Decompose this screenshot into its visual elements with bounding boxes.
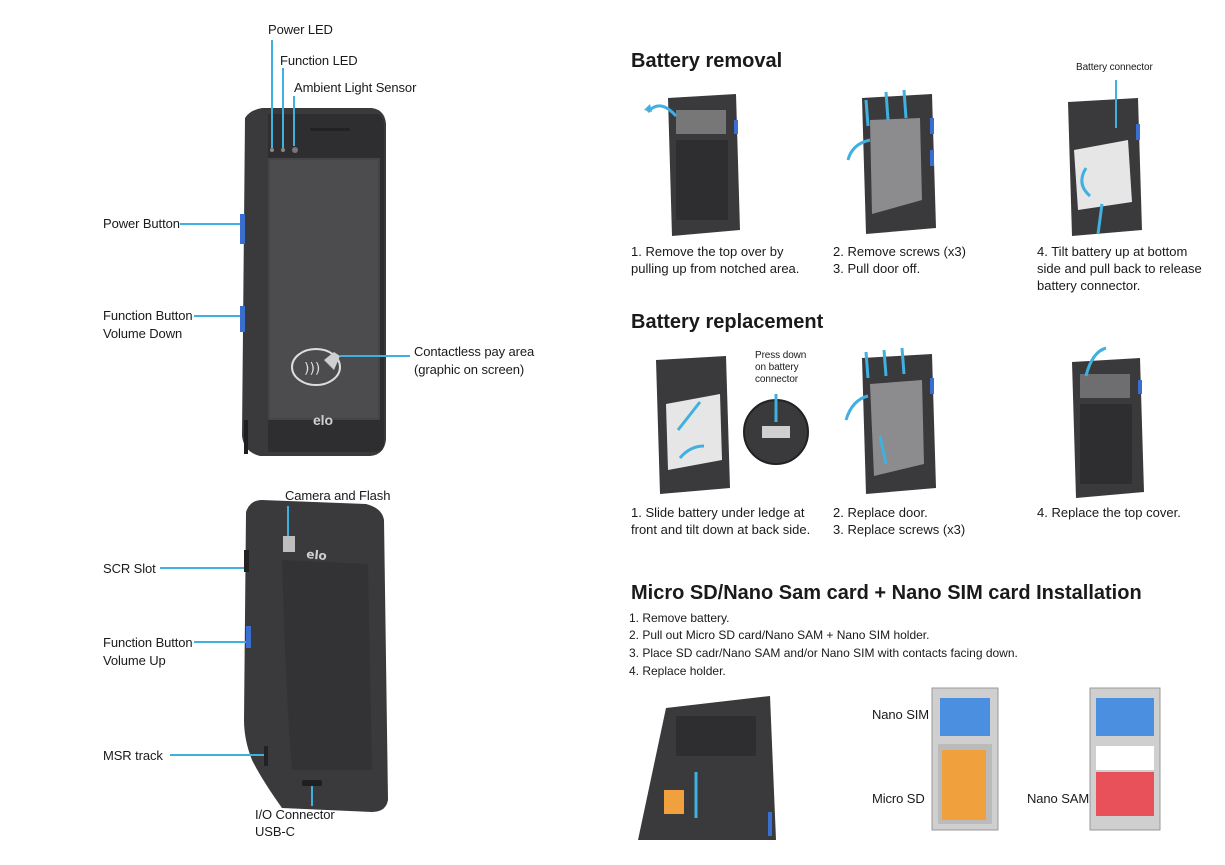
- power-led-label: Power LED: [268, 22, 333, 37]
- battery-removal-title: Battery removal: [631, 50, 783, 72]
- leader-function-led: [282, 68, 284, 148]
- function-down-label-2: Volume Down: [103, 326, 183, 341]
- ambient-light-label: Ambient Light Sensor: [294, 80, 417, 95]
- replacement-step-4: 4. Replace the top cover.: [1037, 505, 1181, 520]
- function-led-label: Function LED: [280, 53, 358, 68]
- leader-power-led: [271, 40, 273, 148]
- replacement-step-1: 1. Slide battery under ledge at front an…: [631, 505, 811, 537]
- removal-step-1: 1. Remove the top over by pulling up fro…: [631, 244, 800, 276]
- nano-sim-label: Nano SIM: [872, 707, 930, 722]
- sim-step-1: 1. Remove battery.: [629, 611, 730, 625]
- sim-install-title: Micro SD/Nano Sam card + Nano SIM card I…: [631, 582, 1142, 604]
- scr-slot-label: SCR Slot: [103, 561, 156, 576]
- svg-text:elo: elo: [306, 547, 328, 563]
- sim-step-2: 2. Pull out Micro SD card/Nano SAM + Nan…: [629, 628, 930, 642]
- nano-sam-label: Nano SAM: [1027, 791, 1090, 806]
- removal-step-2: 2. Remove screws (x3) 3. Pull door off.: [833, 244, 966, 276]
- svg-text:))): ))): [304, 361, 320, 377]
- front-logo: elo: [313, 412, 333, 428]
- leader-io: [311, 786, 313, 806]
- power-button-label: Power Button: [103, 216, 180, 231]
- leader-function-down: [194, 315, 240, 317]
- leader-ambient-light: [293, 96, 295, 146]
- sim-step-3: 3. Place SD cadr/Nano SAM and/or Nano SI…: [629, 646, 1018, 660]
- leader-msr: [170, 754, 264, 756]
- camera-flash-label: Camera and Flash: [285, 488, 391, 503]
- contactless-graphic: [291, 348, 341, 386]
- leader-contactless: [340, 355, 410, 357]
- function-up-label-1: Function Button: [103, 635, 193, 650]
- msr-track-label: MSR track: [103, 748, 163, 763]
- contactless-label-2: (graphic on screen): [414, 362, 525, 377]
- leader-scr: [160, 567, 244, 569]
- leader-function-up: [194, 641, 246, 643]
- leader-camera: [287, 506, 289, 536]
- press-down-label: Press down on battery connector: [755, 350, 807, 385]
- io-connector-label-1: I/O Connector: [255, 807, 335, 822]
- sim-step-4: 4. Replace holder.: [629, 664, 726, 678]
- leader-power-button: [180, 223, 240, 225]
- battery-replacement-title: Battery replacement: [631, 311, 824, 333]
- micro-sd-label: Micro SD: [872, 791, 925, 806]
- replacement-step-2: 2. Replace door. 3. Replace screws (x3): [833, 505, 966, 537]
- battery-connector-label: Battery connector: [1076, 62, 1153, 73]
- removal-step-4: 4. Tilt battery up at bottom side and pu…: [1037, 244, 1202, 293]
- io-connector-label-2: USB-C: [255, 824, 295, 839]
- function-up-label-2: Volume Up: [103, 653, 166, 668]
- contactless-label-1: Contactless pay area: [414, 344, 535, 359]
- function-down-label-1: Function Button: [103, 308, 193, 323]
